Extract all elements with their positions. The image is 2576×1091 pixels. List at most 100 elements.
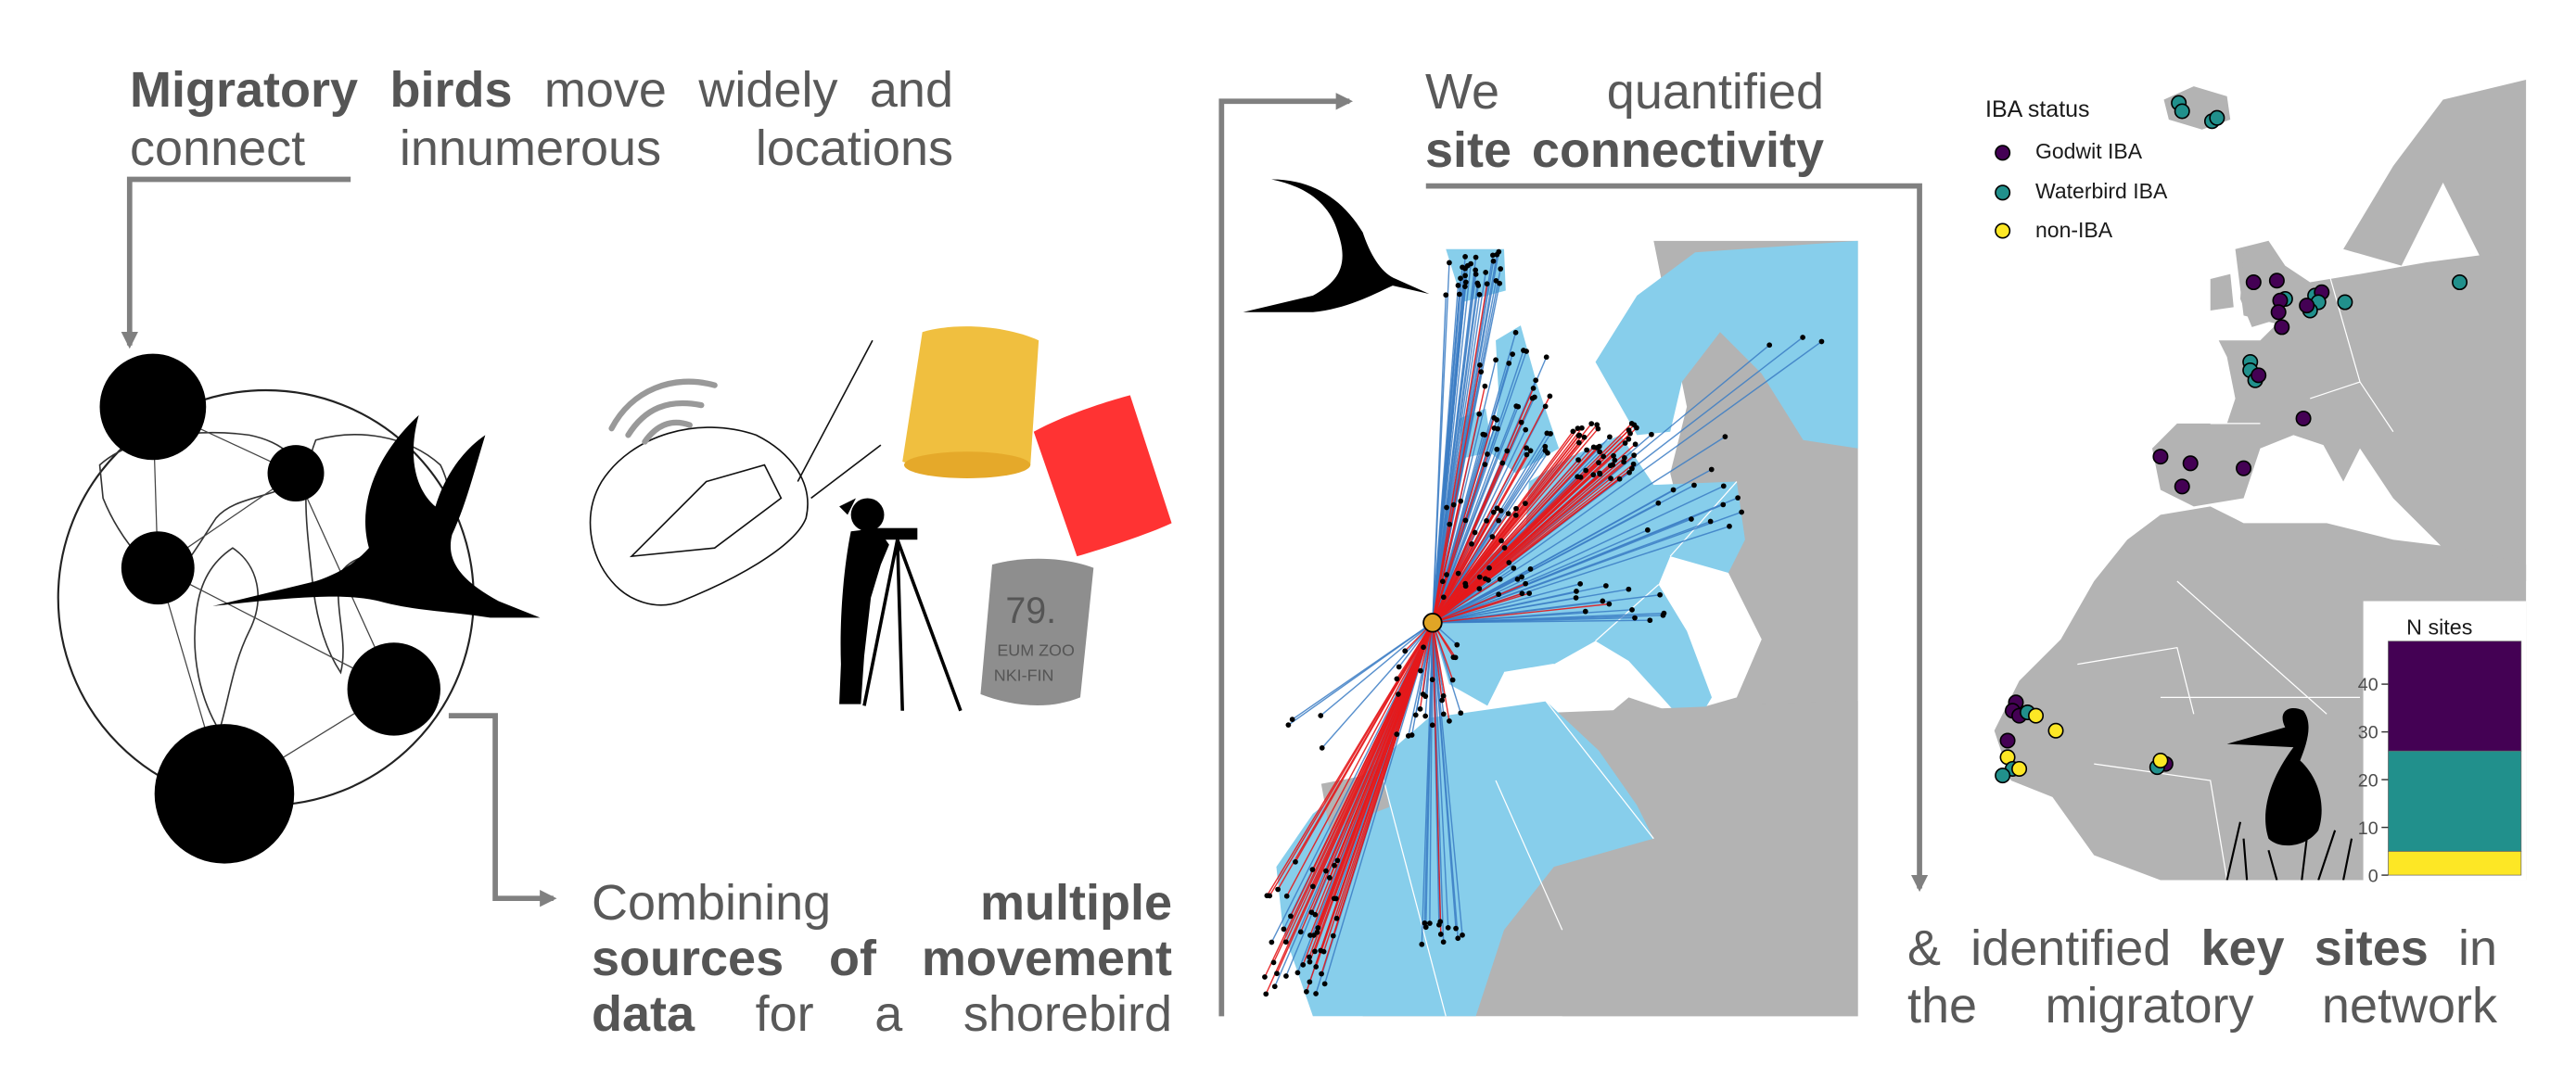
site-point [1542,443,1549,450]
connection-line-blue [1432,616,1636,624]
site-point [1307,979,1313,985]
site-point [1491,425,1498,431]
site-point [1720,501,1727,508]
connection-line-red [1432,622,1454,680]
site-point [1590,444,1597,450]
site-point [1708,466,1715,473]
sources-bold: data [592,986,695,1042]
key-site-point [2011,760,2028,777]
connection-line-red [1432,423,1633,624]
site-point [1312,911,1319,918]
site-point [1297,929,1304,935]
site-point [1417,705,1423,712]
site-point [1318,947,1324,954]
connection-line-blue [1432,406,1519,624]
site-point [1307,932,1313,938]
key-site-point [2236,460,2252,476]
site-point [1288,913,1294,920]
connection-line-red [1432,387,1535,624]
connection-line-blue [1432,622,1457,929]
site-point [1394,676,1400,682]
keysites-bold: key sites [2200,920,2429,976]
key-site-point [2028,707,2045,724]
site-point [1482,383,1488,389]
site-point [1418,667,1423,674]
site-point [1513,505,1519,512]
yellow-ring [902,326,1039,476]
site-point [1455,570,1461,577]
site-point [1527,448,1534,454]
connection-line-red [1432,453,1488,624]
site-point [1422,713,1429,719]
key-site-point [2295,410,2312,426]
site-point [1499,460,1506,466]
connection-line-red [1432,284,1488,623]
site-point [1739,509,1745,515]
connection-line-blue [1432,622,1463,935]
site-point [1462,583,1469,590]
site-point [1490,258,1497,264]
site-point [1722,434,1728,439]
site-point [1581,434,1588,440]
key-site-point [2209,109,2225,126]
site-point [1444,504,1449,511]
site-points [1262,248,1825,997]
site-point [1622,440,1628,446]
site-point [1476,411,1483,417]
intro-line-1: Migratory birds move widely and [130,61,953,120]
site-point [1627,430,1633,437]
site-point [1468,260,1474,267]
site-point [1691,482,1697,488]
keysites-rest: in [2457,920,2497,976]
site-point [1304,989,1309,995]
chart-title: N sites [2406,615,2472,639]
connectivity-line-1: We quantified [1425,64,1824,120]
connection-line-blue [1432,590,1577,624]
site-point [1319,744,1325,751]
site-point [1486,565,1492,571]
y-tick-label: 20 [2358,770,2378,791]
site-point [1498,538,1504,544]
site-point [1818,338,1825,345]
connection-line-red [1432,622,1450,722]
site-point [1647,617,1653,624]
site-point [1597,449,1602,455]
site-point [1321,981,1328,987]
key-site-point [2452,274,2468,291]
site-point [1575,439,1582,446]
connection-line-red [1432,446,1600,624]
site-node [154,724,295,864]
connection-line-red [1294,622,1434,863]
y-tick-label: 40 [2358,675,2378,695]
connection-line-red [1432,562,1510,624]
y-tick-label: 30 [2358,723,2378,743]
site-point [1634,425,1639,431]
connection-line-red [1432,583,1526,624]
keysites-text: & identified key sites in the migratory … [1907,920,2497,1034]
site-point [1621,459,1626,465]
legend-item-godwit: Godwit IBA [2035,139,2143,163]
site-point [1469,540,1474,547]
connection-line-blue [1432,262,1450,623]
site-point [1766,342,1773,349]
connection-line-blue [1432,485,1725,624]
site-point [1330,932,1336,939]
sources-line-2: sources of movement [592,931,1172,986]
site-point [1526,590,1533,596]
site-point [1573,595,1579,601]
site-point [1490,509,1497,515]
site-point [1478,369,1485,374]
site-point [1412,712,1419,718]
site-point [1484,517,1489,524]
site-point [1419,941,1425,947]
site-point [1612,457,1618,463]
arrow-globe-to-sources [448,713,557,907]
site-point [1402,648,1409,654]
site-point [1542,403,1549,410]
site-point [1735,495,1741,501]
site-point [1271,983,1278,990]
site-point [1294,970,1301,976]
site-point [1267,893,1273,899]
site-point [1450,501,1457,508]
